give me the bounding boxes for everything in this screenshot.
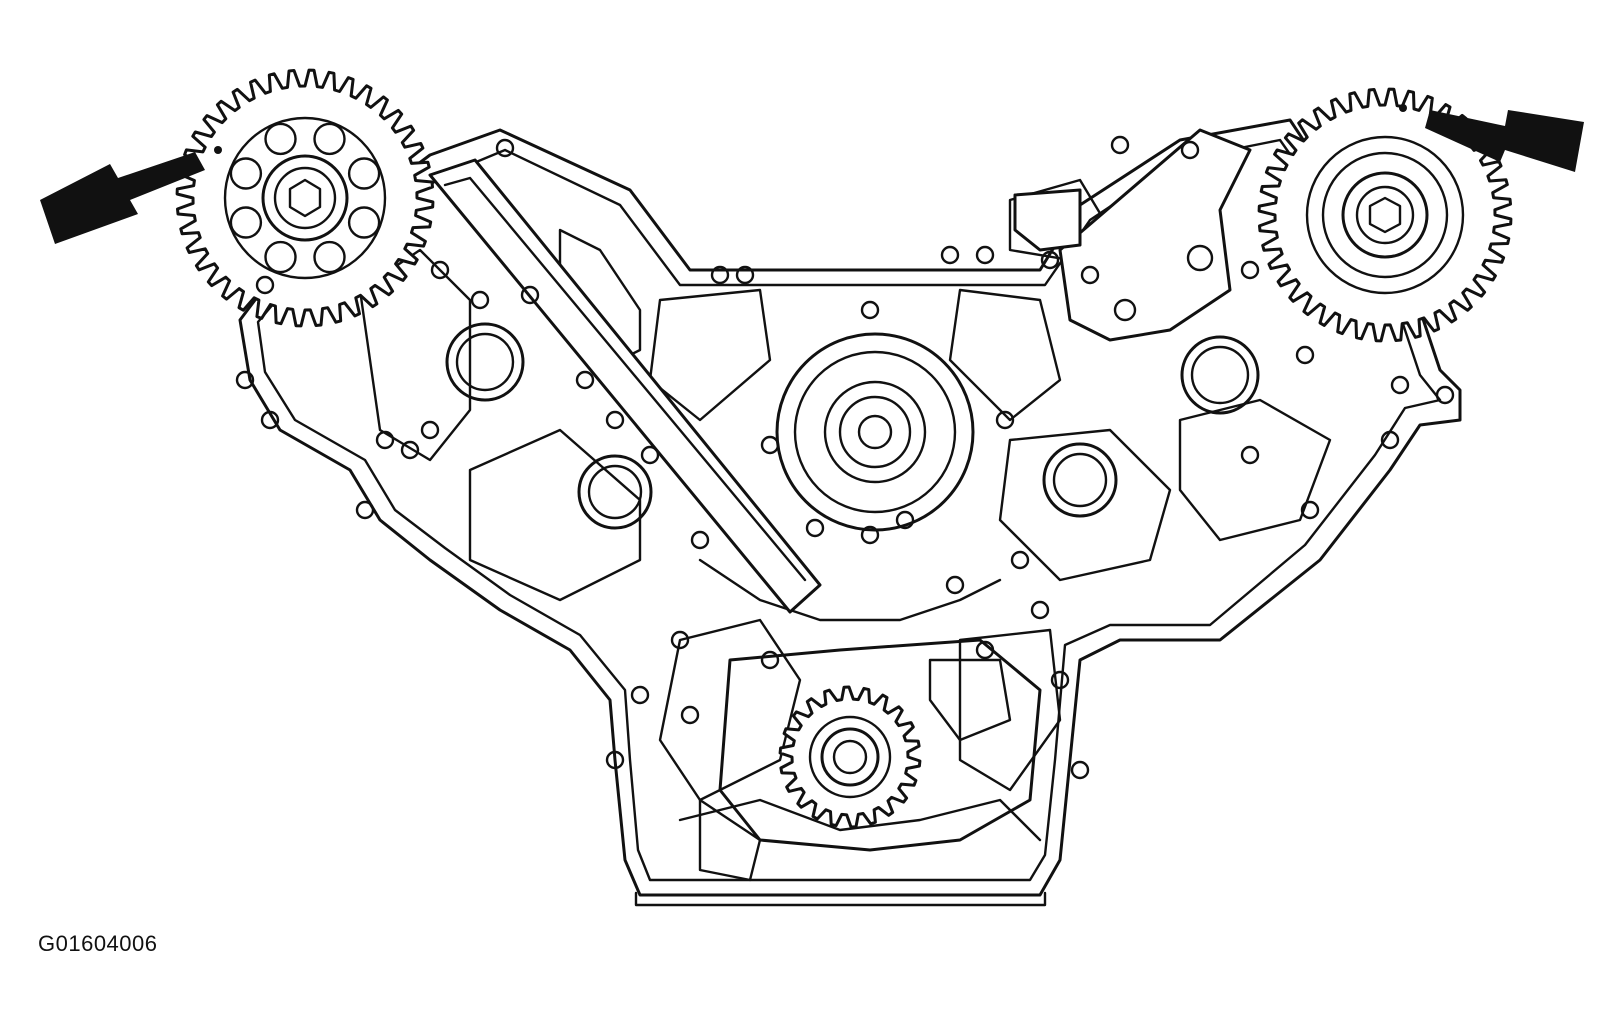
chain-tensioner-bracket	[1013, 128, 1252, 342]
bolt-hole	[1380, 430, 1400, 450]
cover-bolt-holes	[235, 135, 1455, 780]
bolt-hole	[975, 640, 995, 660]
bolt-hole	[940, 245, 960, 265]
bolt-hole	[630, 685, 650, 705]
arrow-right-icon	[40, 146, 222, 244]
bolt-hole	[760, 435, 780, 455]
left-camshaft-sprocket	[175, 68, 435, 328]
chain-guide	[428, 158, 822, 614]
sprocket-lightening-hole	[313, 240, 346, 274]
sprocket-lightening-hole	[264, 122, 297, 156]
bolt-hole	[495, 138, 515, 158]
bolt-hole	[420, 420, 440, 440]
bolt-hole	[690, 530, 710, 550]
bolt-hole	[640, 445, 660, 465]
bolt-hole	[860, 525, 880, 545]
bolt-hole	[1030, 600, 1050, 620]
bolt-hole	[805, 518, 825, 538]
bolt-hole	[1300, 500, 1320, 520]
arrow-left-icon	[1399, 104, 1584, 172]
bolt-hole	[260, 410, 280, 430]
bolt-hole	[1240, 445, 1260, 465]
bolt-hole	[1180, 140, 1200, 160]
camshaft-seals	[445, 322, 1260, 530]
bolt-hole	[1390, 375, 1410, 395]
bolt-hole	[605, 410, 625, 430]
bolt-hole	[1295, 345, 1315, 365]
bolt-hole	[355, 500, 375, 520]
bolt-hole	[945, 575, 965, 595]
sprocket-lightening-hole	[347, 206, 381, 239]
bolt-hole	[1010, 550, 1030, 570]
bolt-hole	[680, 705, 700, 725]
bolt-hole	[895, 510, 915, 530]
bolt-hole	[235, 370, 255, 390]
bolt-hole	[995, 410, 1015, 430]
bolt-hole	[1050, 670, 1070, 690]
bolt-hole	[670, 630, 690, 650]
crankshaft-sprocket	[778, 685, 922, 829]
bolt-hole	[1110, 135, 1130, 155]
bolt-hole	[710, 265, 730, 285]
bolt-hole	[400, 440, 420, 460]
sprocket-lightening-hole	[264, 240, 297, 274]
sprocket-lightening-hole	[313, 122, 346, 156]
bolt-hole	[255, 275, 275, 295]
bolt-hole	[1070, 760, 1090, 780]
sprocket-lightening-hole	[229, 206, 263, 239]
bolt-hole	[735, 265, 755, 285]
bolt-hole	[1240, 260, 1260, 280]
bolt-hole	[605, 750, 625, 770]
bolt-hole	[760, 650, 780, 670]
bolt-hole	[1040, 250, 1060, 270]
right-camshaft-sprocket	[1257, 87, 1513, 343]
bolt-hole	[860, 300, 880, 320]
sprocket-lightening-hole	[229, 157, 263, 190]
bolt-hole	[520, 285, 540, 305]
water-pump-pulley	[775, 332, 975, 532]
bolt-hole	[975, 245, 995, 265]
bolt-hole	[470, 290, 490, 310]
sprocket-lightening-hole	[347, 157, 381, 190]
bolt-hole	[375, 430, 395, 450]
bolt-hole	[430, 260, 450, 280]
bolt-hole	[575, 370, 595, 390]
figure-id-label: G01604006	[38, 931, 158, 956]
oil-pump-housing	[698, 638, 1042, 882]
bolt-hole	[1435, 385, 1455, 405]
